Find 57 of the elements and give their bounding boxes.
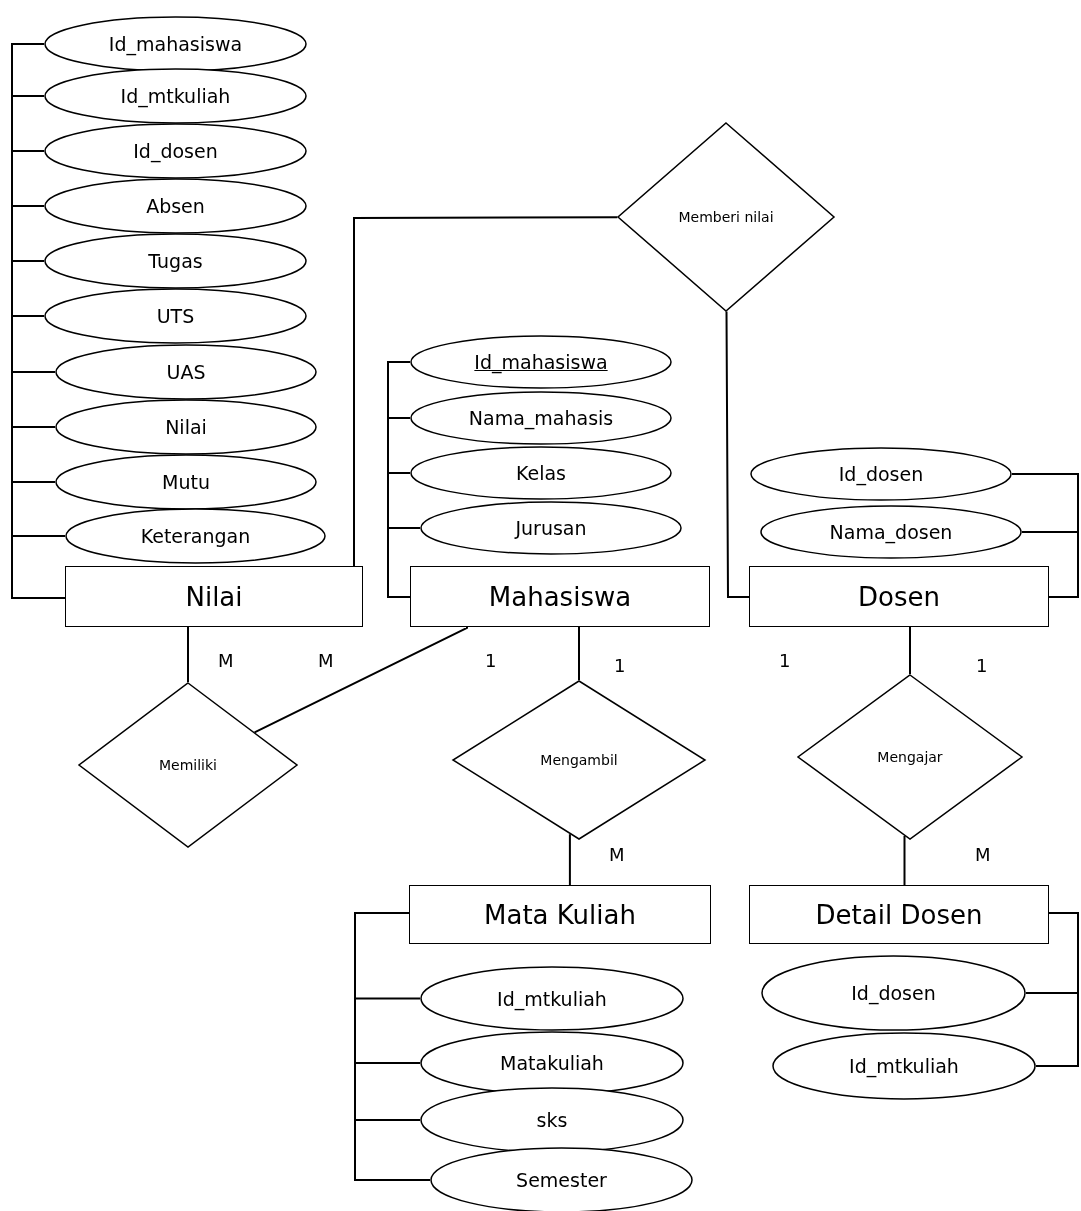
connector-line (187, 626, 189, 683)
connector-line (1035, 912, 1079, 1067)
attribute-name: Id_mtkuliah (497, 987, 607, 1010)
attribute-name: Id_mahasiswa (474, 351, 608, 373)
attribute-name: Id_mtkuliah (120, 85, 231, 107)
connector-line (568, 833, 571, 886)
connector-line (387, 527, 421, 598)
attribute-name: Matakuliah (500, 1052, 604, 1074)
connector-line (253, 626, 468, 734)
attribute-name: Semester (516, 1169, 607, 1191)
entity-box (65, 566, 363, 627)
cardinality-label: 1 (614, 655, 626, 676)
attribute-name: Id_dosen (851, 982, 936, 1004)
attribute-name: Nilai (165, 416, 207, 438)
cardinality-label: M (318, 650, 334, 671)
connector-line (11, 535, 66, 599)
relationship-name: Mengajar (877, 749, 943, 765)
attribute-name: Absen (146, 195, 205, 217)
cardinality-label: M (218, 650, 234, 671)
attribute-name: UTS (156, 305, 195, 327)
attribute-name: Id_mahasiswa (108, 33, 243, 55)
connector-line (353, 216, 619, 567)
attribute-name: sks (536, 1109, 568, 1131)
entity-name: Detail Dosen (815, 899, 983, 930)
attribute-name: Mutu (162, 471, 210, 493)
attribute-name: Id_mtkuliah (849, 1055, 959, 1077)
attribute-name: Nama_mahasis (468, 407, 614, 429)
cardinality-label: 1 (485, 650, 497, 671)
attribute-name: Jurusan (515, 517, 587, 539)
entity-name: Mahasiswa (488, 581, 632, 612)
attribute-name: Nama_dosen (829, 521, 953, 543)
entity-box (749, 566, 1049, 627)
connector-line (909, 626, 911, 675)
cardinality-label: M (975, 844, 991, 865)
relationship-name: Mengambil (540, 752, 618, 768)
cardinality-label: M (609, 844, 625, 865)
entity-box (410, 566, 710, 627)
entity-name: Nilai (185, 581, 243, 612)
connector-line (354, 912, 431, 1181)
connector-line (725, 310, 750, 598)
entity-name: Dosen (858, 581, 940, 612)
relationship-name: Memberi nilai (678, 209, 774, 225)
attribute-name: Kelas (516, 462, 566, 484)
cardinality-label: 1 (976, 655, 988, 676)
attribute-name: Id_dosen (838, 463, 924, 485)
attribute-name: Keterangan (140, 525, 251, 547)
connector-line (1021, 531, 1079, 598)
attribute-name: UAS (166, 361, 206, 383)
attribute-name: Id_dosen (133, 140, 218, 162)
cardinality-label: 1 (779, 650, 791, 671)
entity-name: Mata Kuliah (484, 899, 636, 930)
attribute-name: Tugas (148, 250, 203, 272)
entity-box (749, 885, 1049, 944)
entity-box (409, 885, 711, 944)
relationship-name: Memiliki (159, 757, 217, 773)
connector-line (903, 834, 906, 886)
connector-line (578, 626, 580, 681)
